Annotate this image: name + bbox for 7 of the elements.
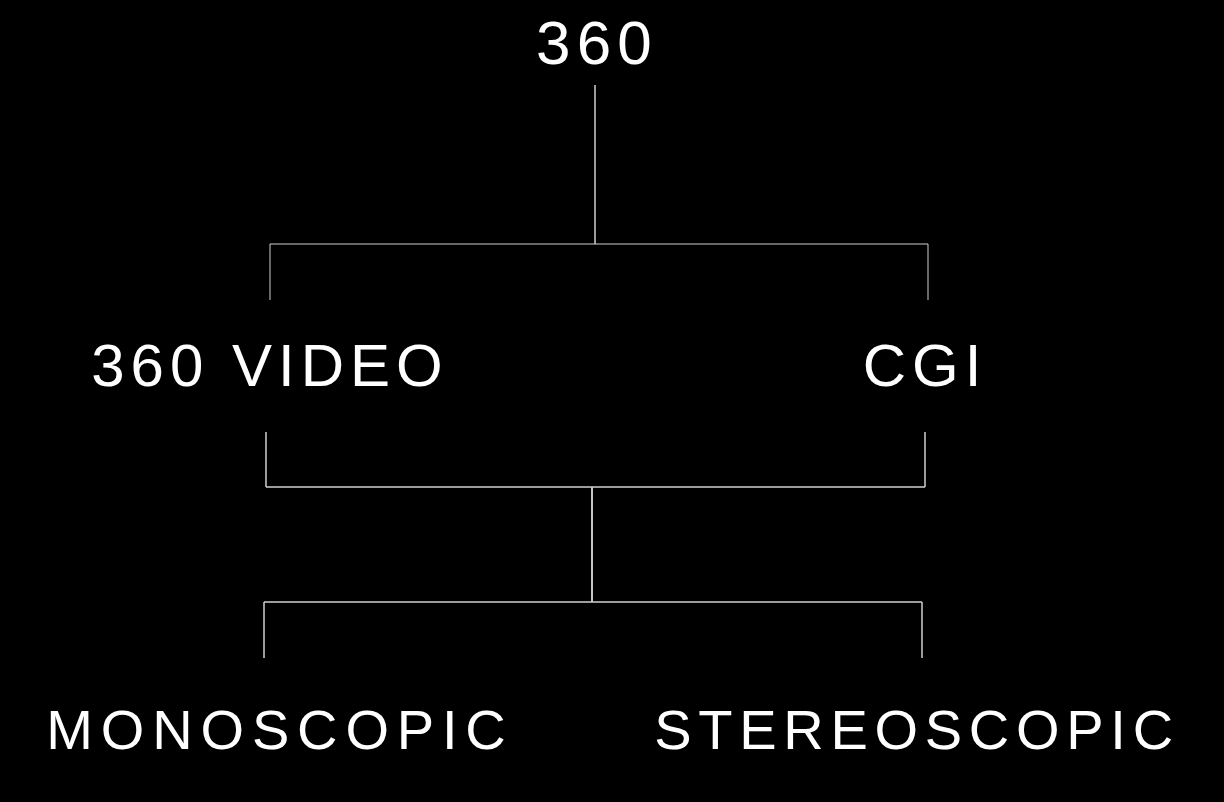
node-label: MONOSCOPIC — [46, 702, 514, 758]
connector-line — [591, 431, 926, 659]
node-label: 360 VIDEO — [91, 336, 449, 396]
node-label: STEREOSCOPIC — [654, 702, 1180, 758]
node-label: 360 — [535, 11, 658, 74]
connector-line — [594, 84, 929, 301]
node-label: CGI — [862, 336, 988, 396]
